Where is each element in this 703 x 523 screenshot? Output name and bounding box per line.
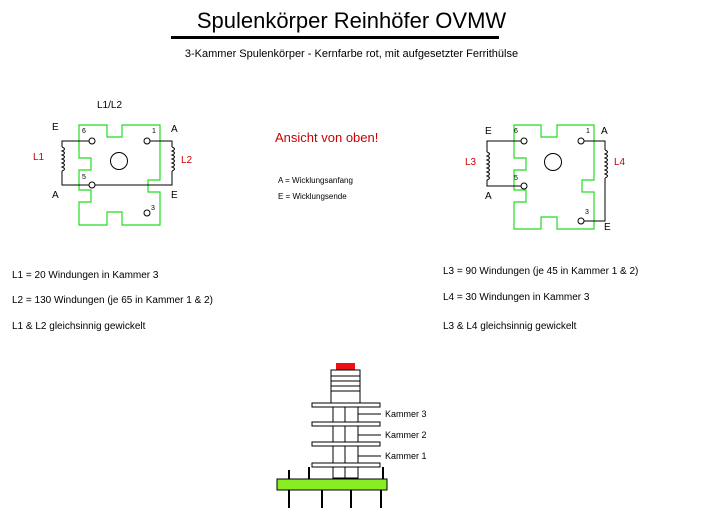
end-label: E [52, 122, 59, 133]
note-l2: L2 = 130 Windungen (je 65 in Kammer 1 & … [12, 295, 213, 306]
wire-l3-top [486, 140, 521, 152]
left-diagram-header: L1/L2 [97, 100, 123, 111]
end-label: A [485, 191, 492, 202]
flange-3 [311, 441, 381, 447]
wire-l4-bottom [584, 178, 606, 222]
coil-l1 [60, 146, 65, 172]
pin-1 [143, 137, 151, 145]
note-l4: L4 = 30 Windungen in Kammer 3 [443, 292, 590, 303]
pin-number: 1 [586, 128, 590, 135]
end-label: A [52, 190, 59, 201]
coil-l3 [485, 151, 490, 181]
wire-l2-bottom [95, 171, 173, 186]
center-hole [544, 153, 562, 171]
base-plate [276, 478, 388, 491]
wire-l4-top [584, 140, 606, 150]
legend-start: A = Wicklungsanfang [278, 176, 353, 185]
coil-label-l1: L1 [33, 152, 45, 163]
pin-number: 5 [82, 174, 86, 181]
pin-3 [143, 209, 151, 217]
end-label: A [601, 126, 608, 137]
center-hole [110, 152, 128, 170]
coil-l4 [603, 149, 608, 179]
bobbin-side-view [276, 363, 388, 508]
end-label: E [485, 126, 492, 137]
wire-l2-top [150, 140, 173, 147]
pin-5 [88, 181, 96, 189]
note-l1-l2: L1 & L2 gleichsinnig gewickelt [12, 321, 146, 332]
pin-number: 6 [514, 128, 518, 135]
coil-label-l4: L4 [614, 157, 626, 168]
pin-6 [520, 137, 528, 145]
note-l1: L1 = 20 Windungen in Kammer 3 [12, 270, 159, 281]
page-subtitle: 3-Kammer Spulenkörper - Kernfarbe rot, m… [184, 48, 519, 60]
flange-2 [311, 421, 381, 427]
bobbin-outline [78, 124, 161, 226]
coil-l2 [170, 146, 175, 172]
left-bobbin-top-view [60, 124, 175, 226]
coil-label-l3: L3 [465, 157, 477, 168]
pin-number: 3 [585, 209, 589, 216]
title-underline [171, 36, 499, 39]
chamber-label-3: Kammer 3 [385, 409, 427, 419]
wire-l3-bottom [486, 180, 521, 187]
note-l3: L3 = 90 Windungen (je 45 in Kammer 1 & 2… [443, 266, 639, 277]
bobbin-outline [513, 124, 595, 230]
pin-number: 1 [152, 128, 156, 135]
pin-number: 3 [151, 205, 155, 212]
pin-1 [577, 137, 585, 145]
pin-number: 5 [514, 175, 518, 182]
flange-top [311, 402, 381, 408]
pin-number: 6 [82, 128, 86, 135]
pin-5 [520, 182, 528, 190]
end-label: A [171, 124, 178, 135]
pin-3 [577, 217, 585, 225]
chamber-label-2: Kammer 2 [385, 430, 427, 440]
wire-l1-bottom [61, 171, 89, 186]
end-label: E [171, 190, 178, 201]
core-cap [336, 363, 355, 370]
flange-bottom [311, 462, 381, 468]
page-title: Spulenkörper Reinhöfer OVMW [196, 8, 507, 33]
legend-end: E = Wicklungsende [278, 192, 347, 201]
chamber-label-1: Kammer 1 [385, 451, 427, 461]
note-l3-l4: L3 & L4 gleichsinnig gewickelt [443, 321, 577, 332]
view-label: Ansicht von oben! [275, 130, 379, 145]
wire-l1-top [61, 140, 89, 147]
pin-6 [88, 137, 96, 145]
coil-label-l2: L2 [181, 155, 193, 166]
right-bobbin-top-view [485, 124, 608, 230]
end-label: E [604, 222, 611, 233]
